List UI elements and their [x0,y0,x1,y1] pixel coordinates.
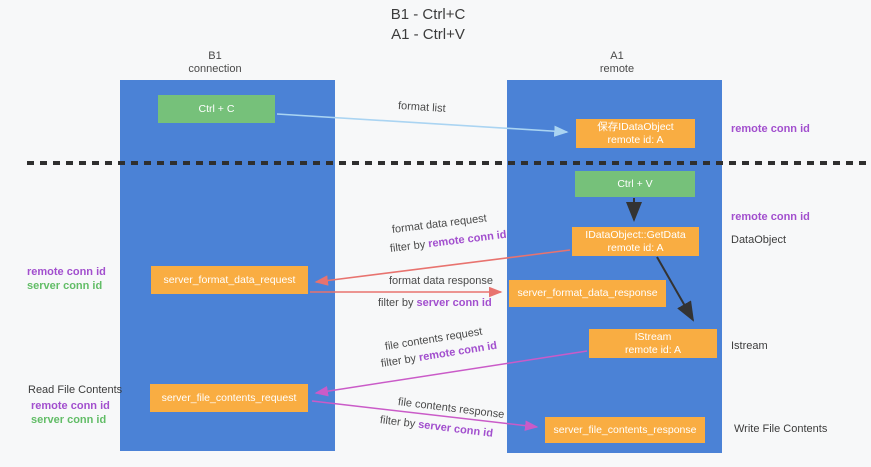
ctrl-c-node: Ctrl + C [158,95,275,123]
title-line-1: B1 - Ctrl+C [390,6,466,23]
lifeline-b1-name: B1 [208,50,222,62]
remote-conn-id-label-bottom-left: remote conn id [31,400,110,412]
save-idataobject-line2: remote id: A [607,133,664,146]
getdata-line1: IDataObject::GetData [585,228,686,241]
ctrl-c-label: Ctrl + C [198,102,235,115]
format-list-arrow [276,113,569,137]
format-data-response-label: format data response [389,275,493,287]
lifeline-b1-role: connection [188,63,242,75]
getdata-to-istream-arrow [656,256,694,322]
server-format-data-response-node: server_format_data_response [509,280,666,307]
save-idataobject-line1: 保存IDataObject [597,120,674,133]
istream-node: IStream remote id: A [589,329,717,358]
session-separator-dashed-line [27,161,871,165]
remote-conn-id-label-mid-left: remote conn id [27,266,106,278]
diagram-title: B1 - Ctrl+C A1 - Ctrl+V [328,5,528,45]
filter-by-text: filter by [378,297,417,309]
server-file-contents-response-label: server_file_contents_response [553,423,697,436]
server-format-data-request-node: server_format_data_request [151,266,308,294]
write-file-contents-label: Write File Contents [734,423,828,435]
lifeline-header-b1: B1 connection [155,50,275,76]
server-conn-id-key: server conn id [416,297,492,309]
server-format-data-request-label: server_format_data_request [163,273,296,286]
dataobject-label: DataObject [731,234,787,246]
read-file-contents-label: Read File Contents [28,384,123,396]
getdata-line2: remote id: A [607,241,664,254]
remote-conn-id-label-mid-right: remote conn id [731,211,810,223]
remote-conn-id-label-top-right: remote conn id [731,123,810,135]
server-file-contents-request-label: server_file_contents_request [161,391,297,404]
istream-line2: remote id: A [624,343,682,356]
save-idataobject-node: 保存IDataObject remote id: A [576,119,695,148]
file-contents-request-arrow [314,350,588,397]
title-line-2: A1 - Ctrl+V [391,26,465,43]
server-file-contents-request-node: server_file_contents_request [150,384,308,412]
file-contents-response-arrow [311,400,539,431]
lifeline-a1-name: A1 [610,50,624,62]
server-file-contents-response-node: server_file_contents_response [545,417,705,443]
getdata-node: IDataObject::GetData remote id: A [572,227,699,256]
istream-side-label: Istream [731,340,768,352]
ctrl-v-label: Ctrl + V [617,177,653,190]
format-data-request-arrow [314,249,571,286]
istream-line1: IStream [634,330,672,343]
lifeline-a1-role: remote [599,63,635,75]
lifeline-header-a1: A1 remote [557,50,677,76]
server-format-data-response-label: server_format_data_response [517,287,658,299]
server-conn-id-label-bottom-left: server conn id [31,414,107,426]
ctrl-v-node: Ctrl + V [575,171,695,197]
server-conn-id-label-mid-left: server conn id [27,280,103,292]
format-data-response-filter-label: filter by server conn id [378,297,492,309]
